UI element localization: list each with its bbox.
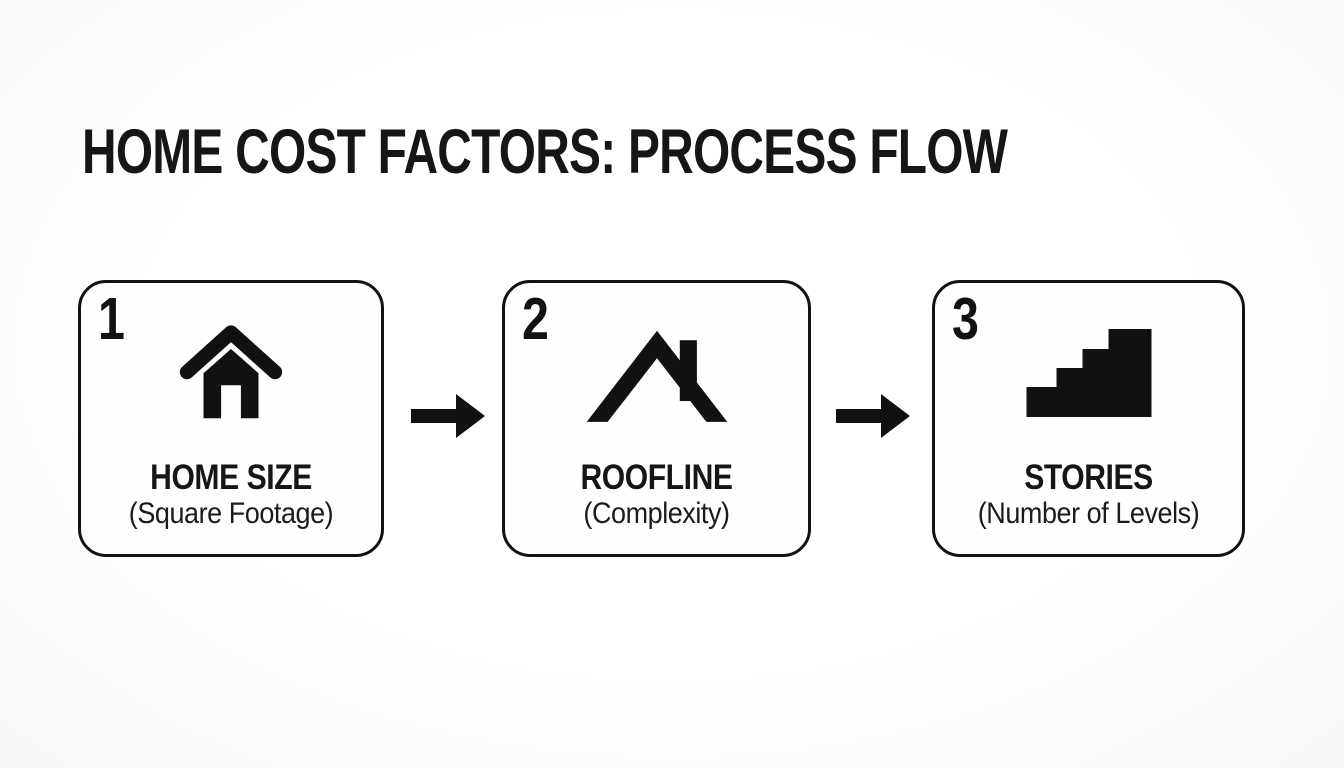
step-sublabel: (Number of Levels) [977, 497, 1200, 530]
step-box-home-size: 1 HOME SIZE (Square Footage) [78, 280, 384, 557]
roofline-icon [581, 323, 733, 423]
stairs-icon [1026, 329, 1151, 417]
arrow-right-icon [411, 394, 485, 438]
step-text: STORIES (Number of Levels) [935, 459, 1242, 531]
house-icon [170, 316, 292, 426]
step-sublabel: (Square Footage) [128, 497, 334, 530]
step-label: ROOFLINE [580, 458, 733, 497]
step-number: 2 [522, 286, 549, 352]
step-label: STORIES [1024, 458, 1153, 497]
arrow-right-icon [836, 394, 910, 438]
step-label: HOME SIZE [150, 458, 312, 497]
step-sublabel: (Complexity) [583, 497, 730, 530]
step-text: HOME SIZE (Square Footage) [81, 459, 381, 531]
step-number: 1 [98, 286, 125, 352]
page-title: HOME COST FACTORS: PROCESS FLOW [82, 117, 1008, 187]
step-number: 3 [952, 286, 979, 352]
step-text: ROOFLINE (Complexity) [505, 459, 808, 531]
step-box-stories: 3 STORIES (Number of Levels) [932, 280, 1245, 557]
step-box-roofline: 2 ROOFLINE (Complexity) [502, 280, 811, 557]
